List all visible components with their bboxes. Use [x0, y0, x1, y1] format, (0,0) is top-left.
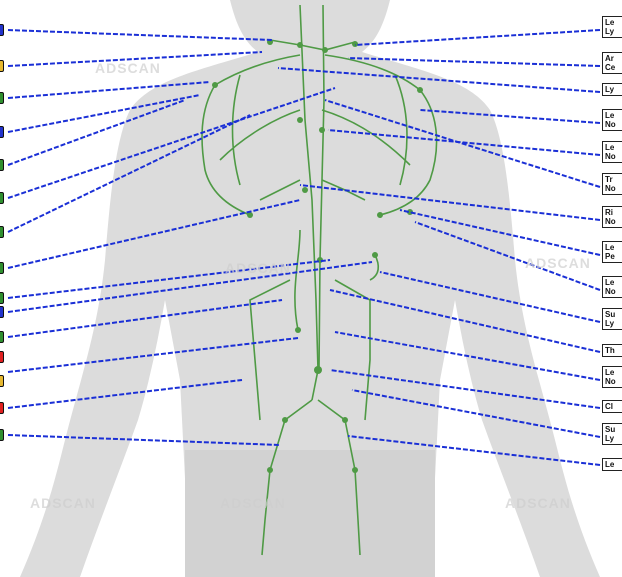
- label-chip[interactable]: [0, 306, 4, 318]
- label-line: Le: [605, 143, 622, 152]
- label-line: Le: [605, 368, 622, 377]
- label-chip[interactable]: [0, 429, 4, 441]
- label-chip[interactable]: [0, 126, 4, 138]
- label-chip[interactable]: [0, 92, 4, 104]
- structure-label[interactable]: Ly: [602, 83, 622, 96]
- label-line: Ly: [605, 85, 622, 94]
- label-chip[interactable]: [0, 192, 4, 204]
- label-line: Le: [605, 243, 622, 252]
- label-line: Ly: [605, 27, 622, 36]
- label-chip[interactable]: [0, 375, 4, 387]
- label-chip[interactable]: [0, 331, 4, 343]
- label-line: Su: [605, 425, 622, 434]
- label-line: No: [605, 217, 622, 226]
- structure-label[interactable]: Le: [602, 458, 622, 471]
- label-chip[interactable]: [0, 402, 4, 414]
- label-line: No: [605, 184, 622, 193]
- label-line: Ly: [605, 434, 622, 443]
- structure-label[interactable]: Th: [602, 344, 622, 357]
- watermark: ADSCAN: [525, 255, 591, 271]
- body-silhouette: [20, 0, 600, 577]
- label-line: Ar: [605, 54, 622, 63]
- label-line: Le: [605, 460, 622, 469]
- label-line: Tr: [605, 175, 622, 184]
- label-chip[interactable]: [0, 226, 4, 238]
- label-line: No: [605, 152, 622, 161]
- label-chip[interactable]: [0, 351, 4, 363]
- label-chip[interactable]: [0, 60, 4, 72]
- label-chip[interactable]: [0, 159, 4, 171]
- label-line: Ce: [605, 63, 622, 72]
- label-line: Le: [605, 18, 622, 27]
- label-chip[interactable]: [0, 24, 4, 36]
- label-line: Le: [605, 111, 622, 120]
- label-line: No: [605, 287, 622, 296]
- label-line: Le: [605, 278, 622, 287]
- label-line: Su: [605, 310, 622, 319]
- watermark: ADSCAN: [225, 260, 291, 276]
- watermark: ADSCAN: [505, 495, 571, 511]
- watermark: ADSCAN: [220, 495, 286, 511]
- label-line: Ly: [605, 319, 622, 328]
- watermark: ADSCAN: [95, 60, 161, 76]
- label-line: No: [605, 377, 622, 386]
- structure-label[interactable]: Cl: [602, 400, 622, 413]
- watermark: ADSCAN: [30, 495, 96, 511]
- label-line: No: [605, 120, 622, 129]
- label-line: Ri: [605, 208, 622, 217]
- label-chip[interactable]: [0, 262, 4, 274]
- label-line: Cl: [605, 402, 622, 411]
- label-line: Pe: [605, 252, 622, 261]
- label-chip[interactable]: [0, 292, 4, 304]
- label-line: Th: [605, 346, 622, 355]
